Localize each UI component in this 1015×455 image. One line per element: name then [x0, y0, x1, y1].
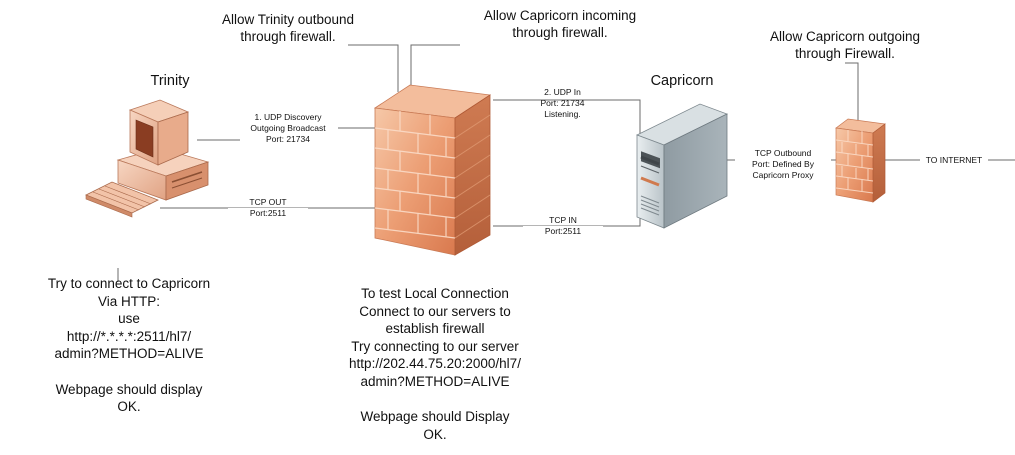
tcp-in-label: TCP IN Port:2511: [523, 215, 603, 237]
tcp-outbound-label: TCP Outbound Port: Defined By Capricorn …: [735, 148, 831, 181]
computer-icon: [85, 99, 210, 218]
local-connection-test-note: To test Local Connection Connect to our …: [349, 286, 521, 442]
callout-capricorn-in-firewall: [410, 44, 460, 92]
callout-allow-trinity: Allow Trinity outbound through firewall.: [221, 12, 355, 44]
small-firewall-icon: [835, 118, 886, 203]
to-internet-label: TO INTERNET: [920, 155, 988, 166]
callout-capricorn-out-firewall: [845, 62, 859, 120]
callout-allow-capricorn-outgoing: Allow Capricorn outgoing through Firewal…: [769, 29, 921, 61]
tcp-out-label: TCP OUT Port:2511: [228, 197, 308, 219]
callout-trinity-firewall: [348, 44, 399, 92]
main-firewall-icon: [373, 84, 492, 256]
udp-in-label: 2. UDP In Port: 21734 Listening.: [515, 87, 610, 120]
capricorn-title: Capricorn: [650, 73, 714, 89]
server-icon: [635, 103, 729, 229]
trinity-test-note: Try to connect to Capricorn Via HTTP: us…: [47, 276, 211, 415]
udp-in-line: [493, 99, 641, 135]
callout-allow-capricorn-incoming: Allow Capricorn incoming through firewal…: [483, 8, 637, 40]
udp-discovery-label: 1. UDP Discovery Outgoing Broadcast Port…: [250, 112, 326, 144]
trinity-title: Trinity: [150, 73, 190, 89]
